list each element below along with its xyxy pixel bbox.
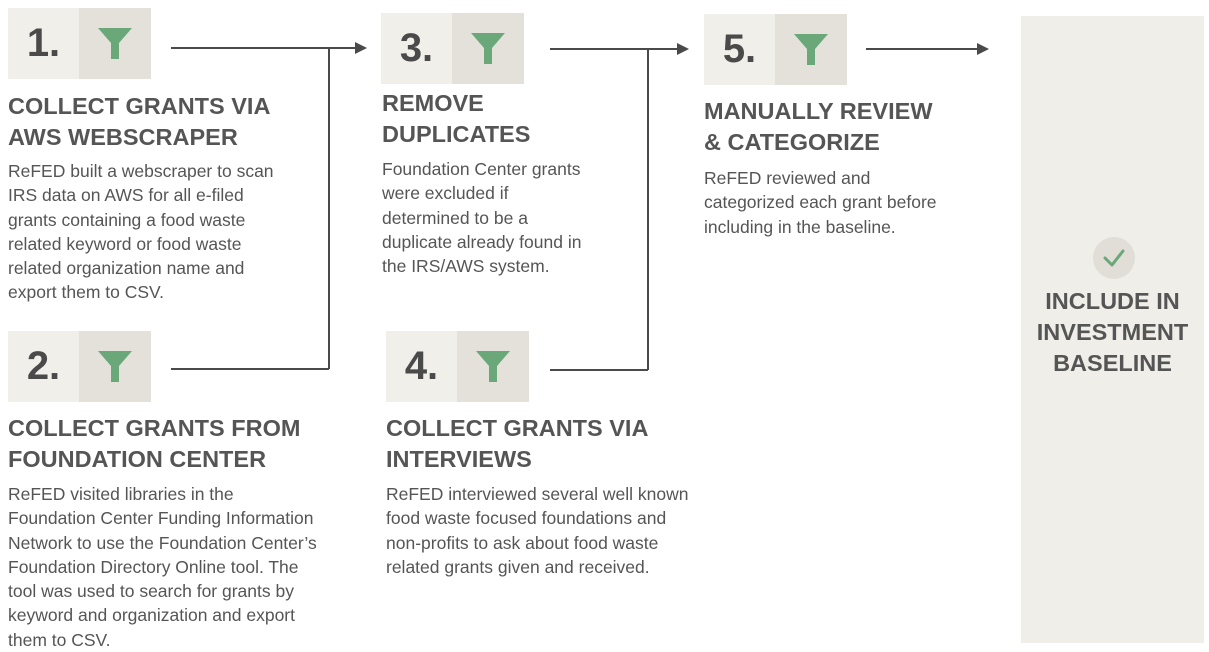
step-2-description: ReFED visited libraries in the Foundatio… [8,484,317,650]
step-1-number: 1. [8,8,79,79]
step-1-badge: 1. [8,8,151,79]
connector-3-to-5 [550,48,678,50]
step-5-badge: 5. [704,14,847,85]
step-5-number: 5. [704,14,775,85]
filter-icon [452,13,524,84]
connector-5-to-final [866,48,978,50]
filter-icon [775,14,847,85]
arrowhead-1-to-3 [355,42,367,54]
filter-icon [79,331,151,402]
step-4-description: ReFED interviewed several well known foo… [386,484,689,577]
step-2-badge: 2. [8,331,151,402]
arrowhead-5-to-final [977,43,989,55]
check-icon [1093,237,1135,279]
connector-4-vertical [647,48,649,370]
step-1-description: ReFED built a webscraper to scan IRS dat… [8,161,274,303]
step-5-title: MANUALLY REVIEW& CATEGORIZE [704,98,933,155]
connector-2-vertical [328,47,330,369]
step-4-badge: 4. [386,331,529,402]
step-3-number: 3. [381,13,452,84]
final-panel [1021,16,1204,643]
connector-1-to-3 [171,47,357,49]
step-3-description: Foundation Center grants were excluded i… [382,159,582,277]
connector-2-horizontal [171,368,329,370]
arrowhead-3-to-5 [677,43,689,55]
step-2-number: 2. [8,331,79,402]
connector-4-horizontal [550,369,648,371]
step-3-badge: 3. [381,13,524,84]
filter-icon [79,8,151,79]
step-4-number: 4. [386,331,457,402]
filter-icon [457,331,529,402]
step-5-description: ReFED reviewed and categorized each gran… [704,168,937,237]
final-label: INCLUDE IN INVESTMENT BASELINE [1036,288,1189,376]
